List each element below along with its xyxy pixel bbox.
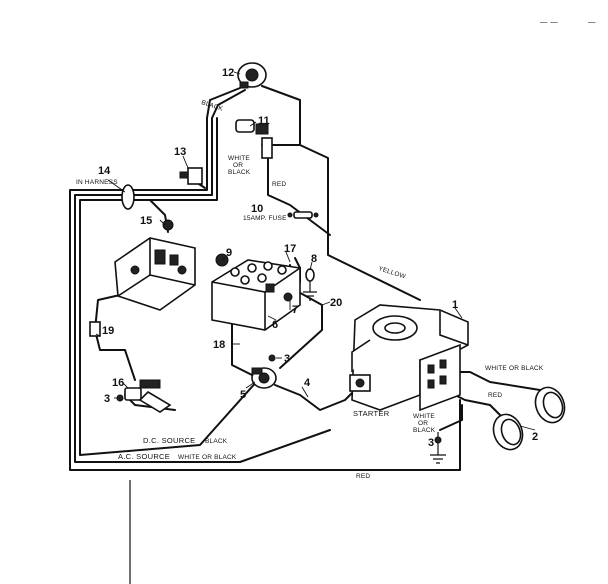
callout-18: 18 — [213, 339, 225, 351]
label-white-or-black-top-1: WHITE — [228, 155, 250, 162]
bolt-3-left — [116, 394, 124, 402]
callout-1: 1 — [452, 299, 458, 311]
ammeter-12 — [237, 62, 267, 89]
callout-6: 6 — [272, 319, 278, 331]
battery-6 — [211, 259, 301, 331]
label-white-or-black-low-2: OR — [418, 420, 428, 427]
wire-19 — [94, 329, 136, 381]
callout-19: 19 — [102, 325, 114, 337]
label-fuse: 15AMP. FUSE — [243, 215, 287, 222]
ground-3-right — [430, 432, 446, 464]
callout-3-right: 3 — [428, 437, 434, 449]
callout-3-upper: 3 — [284, 353, 290, 365]
label-white-or-black-low-3: BLACK — [413, 427, 436, 434]
callout-3-left: 3 — [104, 393, 110, 405]
label-red-top: RED — [272, 181, 286, 188]
fuse-wire — [267, 149, 331, 236]
callout-11: 11 — [258, 115, 270, 127]
red-bottom-wire — [69, 117, 461, 471]
light-switch-13 — [179, 167, 203, 185]
corner-tick-mark: — — [588, 17, 596, 26]
yellow-wire — [299, 144, 421, 301]
label-white-or-black-low-1: WHITE — [413, 413, 435, 420]
label-black-top: BLACK — [200, 99, 224, 113]
bolt-3-upper — [268, 354, 276, 362]
ignition-module-15 — [114, 219, 196, 311]
callout-5: 5 — [240, 389, 246, 401]
black-top-wire — [206, 87, 241, 119]
headlight-2-rear — [534, 386, 566, 424]
label-white-or-black-top-2: OR — [233, 162, 243, 169]
corner-dash-mark: — — — [540, 17, 558, 26]
callout-10: 10 — [251, 203, 263, 215]
ammeter-to-switch-wire — [261, 85, 301, 146]
label-dc-source-color: BLACK — [205, 438, 228, 445]
callout-4: 4 — [304, 377, 311, 389]
connector-19 — [89, 321, 101, 337]
headlight-2-front — [492, 413, 524, 451]
label-starter: STARTER — [353, 409, 390, 418]
label-ac-source-color: WHITE OR BLACK — [178, 454, 237, 461]
label-red-right: RED — [488, 392, 502, 399]
callout-16: 16 — [112, 377, 124, 389]
engine-1 — [349, 304, 469, 412]
headlight-ground-wire — [439, 404, 463, 431]
callout-13: 13 — [174, 146, 186, 158]
fuse-10 — [287, 211, 319, 219]
callout-14: 14 — [98, 165, 111, 177]
harness-ring-14 — [121, 184, 135, 210]
callout-9: 9 — [226, 247, 232, 259]
callout-8: 8 — [311, 253, 317, 265]
bolt-7 — [283, 292, 293, 302]
callout-12: 12 — [222, 67, 234, 79]
wire-harness — [69, 85, 541, 584]
callout-2: 2 — [532, 431, 538, 443]
solenoid-5 — [251, 367, 277, 389]
label-in-harness: IN HARNESS — [76, 179, 118, 186]
harness-top-wire-2 — [211, 89, 246, 119]
cable-4 — [274, 384, 361, 411]
label-red-bottom: RED — [356, 473, 370, 480]
callout-20: 20 — [330, 297, 342, 309]
callout-17: 17 — [284, 243, 296, 255]
leader-lines — [95, 71, 536, 431]
label-dc-source: D.C. SOURCE — [143, 436, 195, 445]
label-white-or-black-right: WHITE OR BLACK — [485, 365, 544, 372]
callout-7: 7 — [292, 304, 298, 316]
switch-16 — [124, 379, 172, 413]
dc-source-wire — [79, 117, 259, 456]
ac-source-wire — [74, 117, 331, 463]
callout-15: 15 — [140, 215, 152, 227]
wire-19-upper — [94, 294, 121, 331]
label-white-or-black-top-3: BLACK — [228, 169, 251, 176]
label-yellow: YELLOW — [377, 265, 407, 281]
ignition-switch-11 — [235, 119, 273, 159]
label-ac-source: A.C. SOURCE — [118, 452, 170, 461]
